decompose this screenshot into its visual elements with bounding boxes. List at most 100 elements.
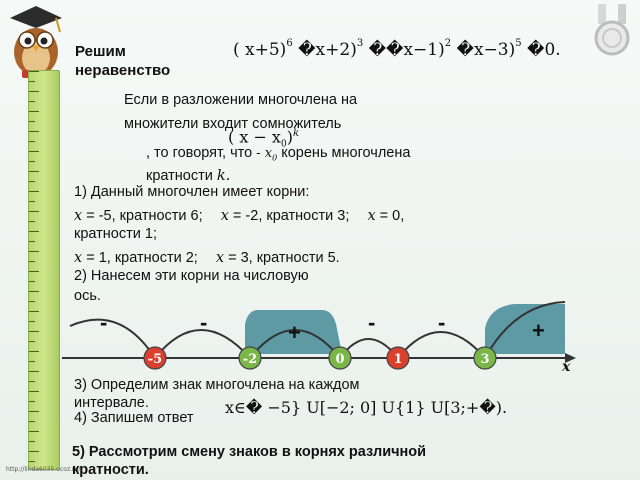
ruler-tick xyxy=(29,431,39,432)
step1-row-1-cont: кратности 1; xyxy=(74,226,157,242)
ruler-tick xyxy=(29,71,39,72)
ruler-tick xyxy=(29,351,39,352)
ruler-tick xyxy=(29,411,39,412)
ruler-tick xyxy=(29,261,35,262)
ruler-tick xyxy=(29,391,39,392)
definition-line-3b: корень многочлена xyxy=(281,145,411,161)
ruler-tick xyxy=(29,191,39,192)
root-text: = -2, кратности 3; xyxy=(228,208,350,224)
root-var: x xyxy=(367,208,376,224)
ruler-tick xyxy=(29,251,39,252)
ruler-tick xyxy=(29,141,35,142)
exponent-3: 2 xyxy=(444,38,452,50)
ruler-tick xyxy=(29,241,35,242)
exponent-2: 3 xyxy=(356,38,364,50)
arc-6 xyxy=(484,301,566,359)
root-point xyxy=(238,346,262,370)
factor-close: ) xyxy=(286,127,293,147)
ruler-tick xyxy=(29,271,39,272)
sign-interval-6: + xyxy=(532,318,545,343)
ruler-tick xyxy=(29,171,39,172)
exponent-4: 5 xyxy=(515,38,522,50)
exponent-1: 6 xyxy=(286,38,293,50)
positive-region-1 xyxy=(245,310,342,354)
ruler-tick xyxy=(29,421,35,422)
ruler-tick xyxy=(29,281,35,282)
step5-line-2: кратности. xyxy=(72,462,149,478)
ruler-tick xyxy=(29,331,39,332)
definition-line-3a: , то говорят, что xyxy=(146,145,253,161)
slide-title: Решим неравенство xyxy=(75,43,171,79)
definition-factor: ( x − x0)k xyxy=(228,124,299,155)
root-text: = -5, кратности 6; xyxy=(82,208,203,224)
root-text: = 1, кратности 2; xyxy=(82,250,198,266)
step5-line-1: 5) Рассмотрим смену знаков в корнях разл… xyxy=(72,444,427,460)
root-text: - x xyxy=(256,146,273,161)
root-point xyxy=(143,346,167,370)
root-text: = 0, xyxy=(375,208,405,224)
definition-k: k. xyxy=(216,168,231,184)
root-text: = 3, кратности 5. xyxy=(224,250,340,266)
root-sub: 0 xyxy=(272,153,278,163)
root-var: x xyxy=(74,250,83,266)
step1-row-1: x = -5, кратности 6; x = -2, кратности 3… xyxy=(74,206,404,226)
ruler-tick xyxy=(29,131,39,132)
factor-1: ( x+5) xyxy=(233,40,287,60)
ruler-tick xyxy=(29,221,35,222)
step2-line-2: ось. xyxy=(74,288,101,304)
ruler-tick xyxy=(29,211,39,212)
sign-interval-4: - xyxy=(368,310,375,335)
credit-link: http://linda6035.ucoz.ru/ xyxy=(6,466,81,473)
medal-icon xyxy=(594,4,630,56)
sign-interval-2: - xyxy=(200,310,207,335)
arc-1 xyxy=(69,318,156,359)
axis-label: x xyxy=(561,359,571,375)
definition-line-3: , то говорят, что - x0 корень многочлена xyxy=(146,143,410,169)
factor-2: �x+2) xyxy=(298,40,357,60)
arc-2 xyxy=(154,329,251,359)
factor-4: �x−3) xyxy=(456,40,516,60)
ruler-tick xyxy=(29,311,39,312)
ruler-tick xyxy=(29,151,39,152)
ruler-tick xyxy=(29,441,35,442)
ruler-tick xyxy=(29,321,35,322)
root-point-label: 0 xyxy=(335,352,344,367)
ruler-tick xyxy=(29,451,39,452)
ruler-tick xyxy=(29,121,35,122)
ruler-tick xyxy=(29,201,35,202)
definition-root: - x0 xyxy=(256,146,278,163)
answer-formula: x∈� −5} U[−2; 0] U{1} U[3;+�). xyxy=(225,398,508,417)
factor-sub: 0 xyxy=(280,139,287,150)
step1-heading: 1) Данный многочлен имеет корни: xyxy=(74,184,310,200)
factor-text: ( x − x xyxy=(228,127,281,147)
arc-3 xyxy=(249,329,341,359)
axis-arrow-icon xyxy=(565,353,576,363)
root-point-label: -5 xyxy=(148,352,162,367)
inequality: ( x+5)6 �x+2)3 ��x−1)2 �x−3)5 �0. xyxy=(233,38,561,60)
step3-line-2: интервале. xyxy=(74,395,149,411)
definition-line-1: Если в разложении многочлена на xyxy=(124,92,358,108)
sign-interval-5: - xyxy=(438,310,445,335)
ruler-tick xyxy=(29,181,35,182)
ruler-tick xyxy=(29,341,35,342)
step4-prefix: 4) Запишем ответ xyxy=(74,410,194,426)
ruler-tick xyxy=(29,111,39,112)
ruler-tick xyxy=(29,461,35,462)
definition-line-4: кратности k. xyxy=(146,166,230,186)
ruler-tick xyxy=(29,291,39,292)
arc-5 xyxy=(397,331,486,359)
sign-interval-1: - xyxy=(100,310,107,335)
ruler-tick xyxy=(29,301,35,302)
ruler-tick xyxy=(29,361,35,362)
root-point-label: 3 xyxy=(480,352,489,367)
definition-line-2: множители входит сомножитель xyxy=(124,116,342,132)
step2-line-1: 2) Нанесем эти корни на числовую xyxy=(74,268,309,284)
ruler-decoration xyxy=(28,70,60,470)
root-point xyxy=(328,346,352,370)
definition-line-4-text: кратности xyxy=(146,168,213,184)
factor-exp: k xyxy=(292,128,299,139)
root-var: x xyxy=(74,208,83,224)
positive-region-2 xyxy=(485,304,565,354)
